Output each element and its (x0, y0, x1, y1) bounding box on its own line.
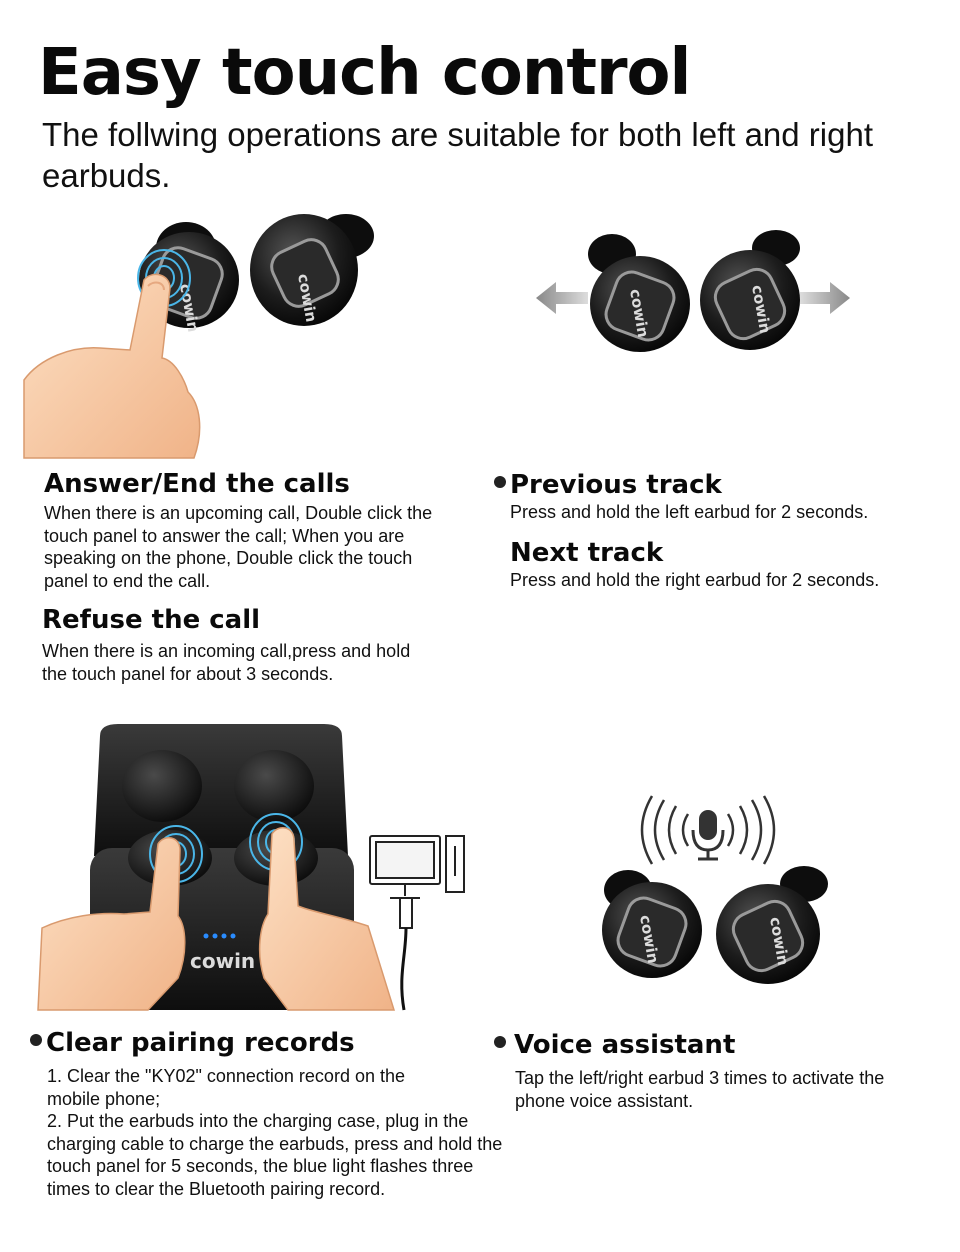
voice-body: Tap the left/right earbud 3 times to act… (515, 1068, 885, 1111)
answer-section: Answer/End the calls When there is an up… (44, 468, 444, 592)
usb-plug-icon (399, 897, 413, 1011)
sound-wave-icon (640, 795, 776, 865)
tap-earbuds-illustration: cowin cowin (23, 214, 374, 459)
right-hand (258, 827, 396, 1011)
right-earbud: cowin (250, 214, 374, 326)
previous-body: Press and hold the left earbud for 2 sec… (510, 502, 869, 522)
microphone-icon (691, 810, 725, 861)
left-earbud: cowin (602, 870, 702, 978)
next-title: Next track (510, 538, 664, 568)
charging-case-illustration: cowin (37, 724, 465, 1011)
refuse-body: When there is an incoming call,press and… (42, 641, 411, 684)
clear-step-2: 2. Put the earbuds into the charging cas… (47, 1111, 503, 1199)
led-indicators (203, 933, 236, 939)
page-title: Easy touch control (38, 36, 691, 110)
refuse-title: Refuse the call (42, 605, 261, 635)
voice-assistant-illustration: cowin cowin (602, 795, 828, 984)
bullet (494, 1035, 506, 1048)
clear-step-1: 1. Clear the "KY02" connection record on… (47, 1066, 405, 1109)
svg-text:cowin: cowin (190, 949, 255, 973)
bullet (30, 1033, 42, 1046)
track-control-illustration: cowin cowin (536, 230, 850, 352)
monitor-icon (369, 835, 465, 899)
left-earbud: cowin (588, 234, 690, 352)
previous-section: Previous track Press and hold the left e… (494, 469, 934, 524)
voice-section: Voice assistant Tap the left/right earbu… (494, 1029, 914, 1112)
right-arrow-icon (800, 282, 850, 314)
page-subtitle: The follwing operations are suitable for… (42, 116, 873, 194)
refuse-section: Refuse the call When there is an incomin… (42, 604, 422, 685)
clear-section: Clear pairing records 1. Clear the "KY02… (30, 1027, 505, 1200)
next-body: Press and hold the right earbud for 2 se… (510, 570, 880, 590)
right-earbud: cowin (700, 230, 800, 350)
previous-title: Previous track (510, 470, 722, 500)
left-arrow-icon (536, 282, 588, 314)
left-hand (37, 837, 186, 1011)
voice-title: Voice assistant (514, 1030, 736, 1060)
answer-title: Answer/End the calls (44, 469, 350, 499)
next-section: Next track Press and hold the right earb… (510, 537, 930, 592)
answer-body: When there is an upcoming call, Double c… (44, 503, 433, 591)
bullet (494, 475, 506, 488)
right-earbud: cowin (716, 866, 828, 984)
clear-title: Clear pairing records (46, 1028, 355, 1058)
hand (23, 273, 201, 459)
